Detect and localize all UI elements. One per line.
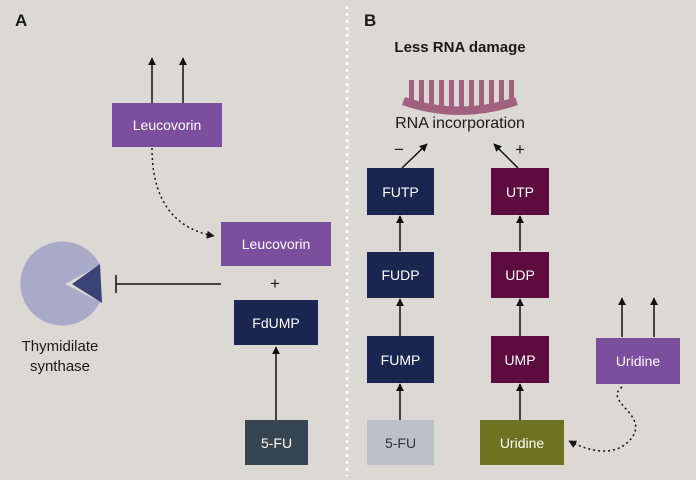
leucovorin-top-node: Leucovorin [112,103,222,147]
less-rna-damage-heading: Less RNA damage [394,39,526,56]
udp-node: UDP [491,252,549,298]
five-fu-node-b: 5-FU [367,420,434,465]
rna-incorporation-label: RNA incorporation [395,115,525,132]
five-fu-node-a: 5-FU [245,420,308,465]
uridine-dotted-arrow [568,386,637,452]
uridine-right-node: Uridine [596,338,680,384]
panel-b-label: B [364,11,377,30]
fdump-node: FdUMP [234,300,318,345]
minus-sign: − [394,140,404,159]
uridine-bottom-node: Uridine [480,420,564,465]
panel-a-label: A [15,11,28,30]
thymidylate-synthase-pacman-icon [20,241,102,326]
thymidilate-synthase-label-line1: Thymidilate [21,338,99,355]
ump-node: UMP [491,336,549,383]
thymidilate-synthase-label: Thymidilate synthase [8,337,112,377]
leucovorin-mid-node: Leucovorin [221,222,331,266]
futp-node: FUTP [367,168,434,215]
plus-sign-b: + [515,140,525,159]
utp-incorporation-arrow [493,143,519,169]
plus-sign: + [270,274,280,293]
fudp-node: FUDP [367,252,434,298]
thymidilate-synthase-label-line2: synthase [29,358,91,375]
futp-incorporation-arrow [401,143,428,169]
leucovorin-dotted-arrow [151,147,215,239]
fump-node: FUMP [367,336,434,383]
rna-strand-icon [402,80,518,115]
utp-node: UTP [491,168,549,215]
